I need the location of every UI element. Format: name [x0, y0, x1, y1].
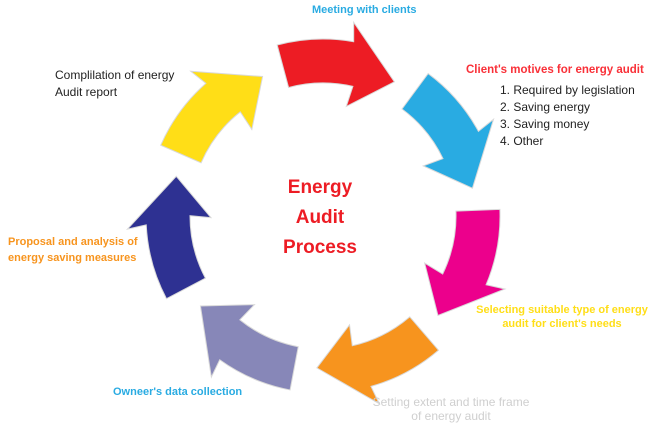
step-label-compilation: Complilation of energy Audit report	[55, 67, 174, 101]
diagram-title: Energy Audit Process	[255, 173, 385, 263]
motives-list-item: 2. Saving energy	[500, 100, 591, 114]
diagram-title-line1: Energy	[287, 177, 353, 198]
diagram-title-line3: Process	[283, 237, 357, 258]
step-label-setting-line1: Setting extent and time frame	[372, 395, 530, 409]
motives-list: 1. Required by legislation 2. Saving ene…	[500, 82, 635, 150]
step-label-compilation-line2: Audit report	[55, 85, 118, 99]
step-label-proposal: Proposal and analysis of energy saving m…	[8, 234, 138, 266]
step-label-proposal-line1: Proposal and analysis of	[8, 236, 138, 248]
step-label-proposal-line2: energy saving measures	[8, 252, 137, 264]
motives-list-item: 4. Other	[500, 134, 544, 148]
step-label-meeting: Meeting with clients	[312, 4, 417, 16]
arrow-motives-step	[379, 58, 520, 204]
step-label-owner-data: Owneer's data collection	[113, 386, 243, 398]
arrow-compilation-step	[142, 38, 283, 184]
arrow-meeting-step	[276, 21, 395, 107]
step-label-setting-line2: of energy audit	[411, 409, 491, 423]
step-label-motives-heading: Client's motives for energy audit	[466, 64, 644, 76]
diagram-title-line2: Audit	[295, 207, 345, 228]
step-label-setting: Setting extent and time frame of energy …	[356, 395, 546, 423]
step-label-selecting: Selecting suitable type of energy audit …	[462, 303, 660, 331]
step-label-compilation-line1: Complilation of energy	[55, 68, 175, 82]
step-label-selecting-line1: Selecting suitable type of energy	[476, 304, 648, 316]
motives-list-item: 3. Saving money	[500, 117, 590, 131]
step-label-selecting-line2: audit for client's needs	[502, 318, 622, 330]
motives-list-item: 1. Required by legislation	[500, 83, 635, 97]
